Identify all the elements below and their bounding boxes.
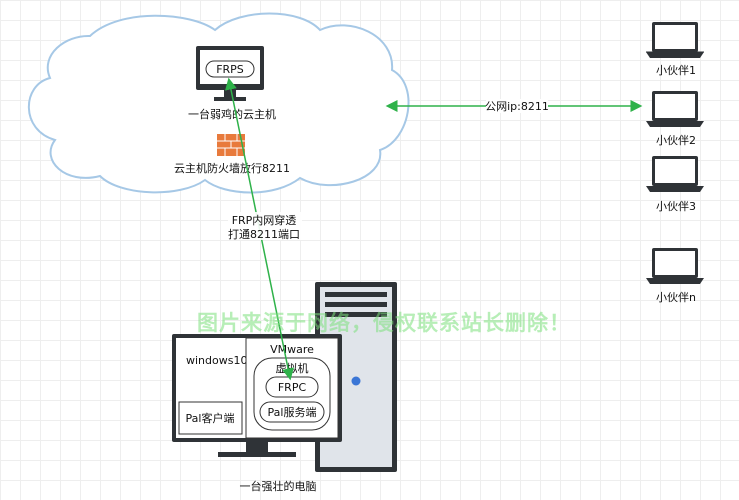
- laptop-3: [646, 156, 704, 192]
- public-link-label: 公网ip:8211: [485, 100, 549, 113]
- cloud-server-label: 一台弱鸡的云主机: [188, 107, 276, 121]
- power-button-icon: [351, 376, 361, 386]
- tunnel-label-1: FRP内网穿透: [232, 213, 297, 227]
- laptop-n: [646, 248, 704, 284]
- watermark: 图片来源于网络，侵权联系站长删除！: [197, 311, 571, 335]
- frps-box: [205, 60, 255, 78]
- client-1-label: 小伙伴1: [656, 64, 696, 77]
- client-2-label: 小伙伴2: [656, 134, 696, 147]
- vm-label: 虚拟机: [276, 361, 309, 375]
- laptop-1: [646, 22, 704, 58]
- vmware-label: VMware: [270, 343, 314, 356]
- pal-client-label: Pal客户端: [186, 411, 235, 425]
- pc-caption: 一台强壮的电脑: [240, 479, 317, 493]
- tunnel-label-2: 打通8211端口: [228, 227, 300, 241]
- firewall-label: 云主机防火墙放行8211: [174, 161, 290, 175]
- frpc-label: FRPC: [278, 381, 307, 394]
- laptop-2: [646, 91, 704, 127]
- pal-server-box: [259, 401, 325, 423]
- pal-client-box: [178, 401, 243, 435]
- client-3-label: 小伙伴3: [656, 200, 696, 213]
- cloud: [27, 12, 410, 194]
- pal-server-label: Pal服务端: [268, 406, 317, 419]
- client-n-label: 小伙伴n: [656, 291, 696, 304]
- os-label: windows10: [186, 354, 247, 367]
- frps-label: FRPS: [216, 63, 244, 76]
